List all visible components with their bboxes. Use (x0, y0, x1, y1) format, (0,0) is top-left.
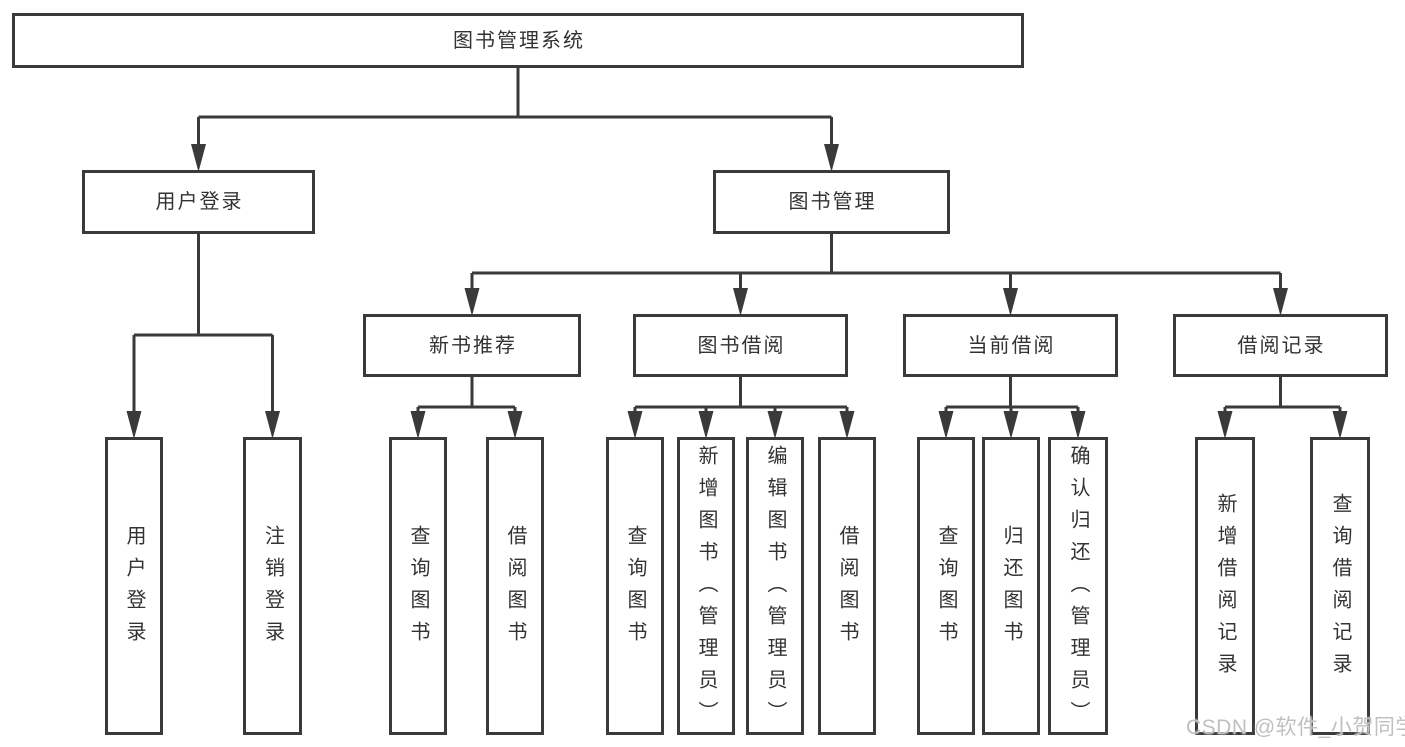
node-label-current-borrowing: 当前借阅 (967, 334, 1056, 357)
node-label-query-books-recommend: 查询图书 (407, 525, 429, 653)
node-current-borrowing: 当前借阅 (903, 314, 1118, 377)
node-borrow-books-recommend: 借阅图书 (486, 437, 544, 735)
node-label-user-login: 用户登录 (155, 191, 244, 213)
node-label-logout-action: 注销登录 (261, 525, 284, 653)
watermark-text: CSDN @软件_小贺同学 (1186, 716, 1405, 739)
node-label-book-management: 图书管理 (788, 191, 877, 213)
node-query-books-recommend: 查询图书 (389, 437, 447, 735)
node-label-borrow-books-borrowing: 借阅图书 (836, 525, 858, 653)
node-logout-action: 注销登录 (243, 437, 302, 735)
node-user-login-action: 用户登录 (105, 437, 163, 735)
node-borrowing-records: 借阅记录 (1173, 314, 1388, 377)
node-label-query-borrow-record: 查询借阅记录 (1329, 493, 1351, 685)
node-add-books-admin: 新增图书（管理员） (677, 437, 735, 735)
node-query-books-current: 查询图书 (917, 437, 975, 735)
node-root: 图书管理系统 (12, 13, 1024, 68)
node-label-borrow-books-recommend: 借阅图书 (504, 525, 526, 653)
node-label-query-books-current: 查询图书 (935, 525, 957, 653)
node-label-user-login-action: 用户登录 (123, 525, 145, 653)
node-label-confirm-return-admin: 确认归还（管理员） (1067, 445, 1089, 733)
node-label-return-books: 归还图书 (1000, 525, 1022, 653)
node-label-add-books-admin: 新增图书（管理员） (695, 445, 717, 733)
node-label-query-books-borrowing: 查询图书 (624, 525, 646, 653)
node-add-borrow-record: 新增借阅记录 (1195, 437, 1255, 735)
node-edit-books-admin: 编辑图书（管理员） (746, 437, 804, 735)
node-label-borrowing-records: 借阅记录 (1237, 334, 1326, 357)
node-book-borrowing: 图书借阅 (633, 314, 848, 377)
node-user-login: 用户登录 (82, 170, 315, 234)
node-return-books: 归还图书 (982, 437, 1040, 735)
node-label-root: 图书管理系统 (453, 29, 585, 52)
node-confirm-return-admin: 确认归还（管理员） (1048, 437, 1108, 735)
node-label-add-borrow-record: 新增借阅记录 (1214, 493, 1236, 685)
node-label-new-book-recommend: 新书推荐 (429, 334, 517, 357)
node-label-edit-books-admin: 编辑图书（管理员） (764, 445, 786, 733)
node-book-management: 图书管理 (713, 170, 950, 234)
node-query-books-borrowing: 查询图书 (606, 437, 664, 735)
node-borrow-books-borrowing: 借阅图书 (818, 437, 876, 735)
node-label-book-borrowing: 图书借阅 (697, 334, 786, 357)
node-new-book-recommend: 新书推荐 (363, 314, 581, 377)
node-query-borrow-record: 查询借阅记录 (1310, 437, 1370, 735)
